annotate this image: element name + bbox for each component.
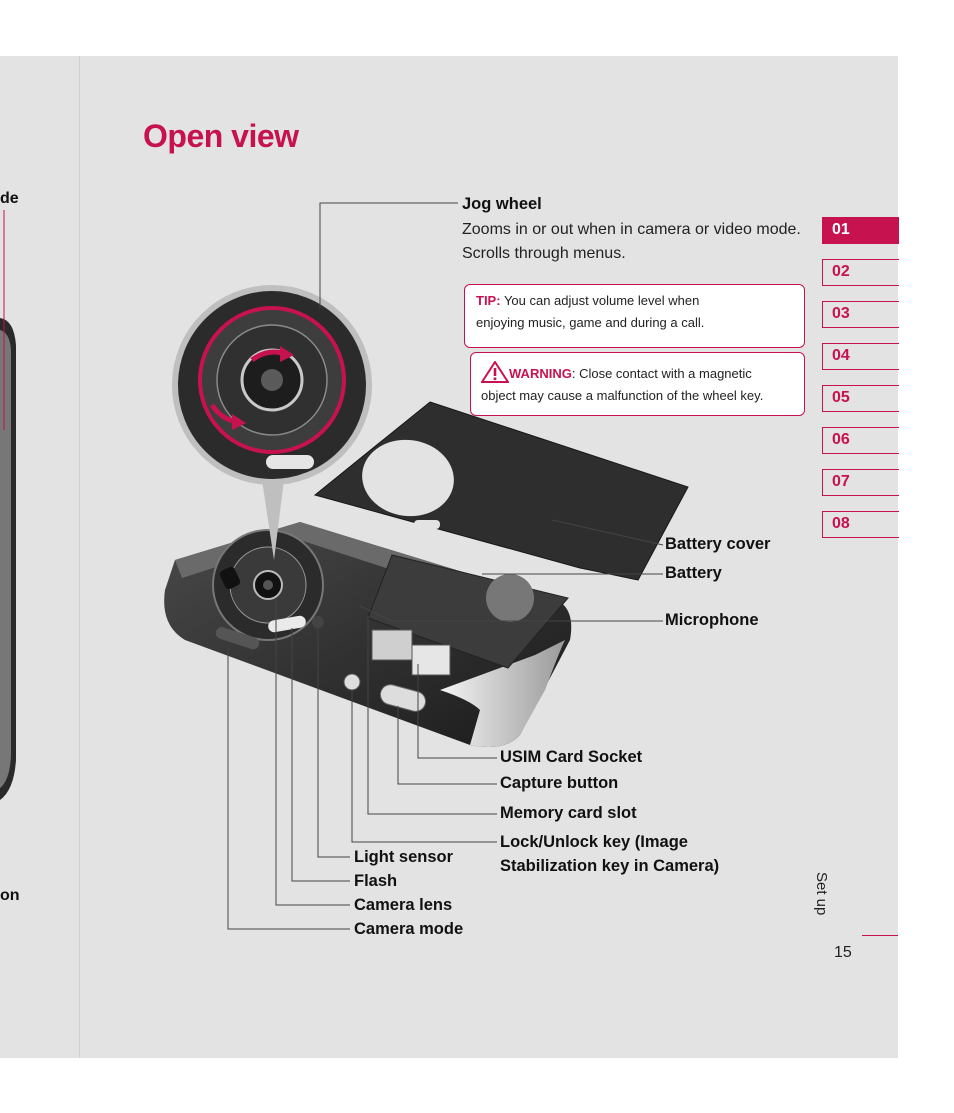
page-number: 15 (834, 944, 852, 961)
warning-label: WARNING (509, 366, 572, 381)
page-fold (79, 56, 80, 1058)
jog-wheel-description-line: Zooms in or out when in camera or video … (462, 221, 801, 238)
jog-wheel-magnifier (172, 285, 372, 560)
tip-text: enjoying music, game and during a call. (476, 315, 705, 330)
jog-wheel-description-line: Scrolls through menus. (462, 245, 626, 262)
chapter-tab-07[interactable]: 07 (822, 469, 899, 496)
callout-lock-key: Stabilization key in Camera) (500, 857, 720, 875)
prev-page-label-fragment: de (0, 190, 19, 207)
jog-wheel-heading: Jog wheel (462, 195, 542, 213)
callout-battery: Battery (665, 564, 722, 582)
callout-flash: Flash (354, 872, 398, 890)
page-title: Open view (143, 118, 299, 154)
chapter-tab-08[interactable]: 08 (822, 511, 899, 538)
chapter-tab-03[interactable]: 03 (822, 301, 899, 328)
callout-battery-cover: Battery cover (665, 535, 771, 553)
callout-camera-mode: Camera mode (354, 920, 464, 938)
tip-text: You can adjust volume level when (500, 293, 700, 308)
section-label: Set up (813, 872, 830, 916)
callout-usim-socket: USIM Card Socket (500, 748, 643, 766)
chapter-tab-04[interactable]: 04 (822, 343, 899, 370)
callout-microphone: Microphone (665, 611, 759, 629)
chapter-tab-05[interactable]: 05 (822, 385, 899, 412)
warning-icon (480, 360, 510, 383)
battery-cover (313, 401, 689, 581)
callout-camera-lens: Camera lens (354, 896, 453, 914)
warning-text: object may cause a malfunction of the wh… (481, 388, 764, 403)
chapter-tab-02[interactable]: 02 (822, 259, 899, 286)
chapter-tab-06[interactable]: 06 (822, 427, 899, 454)
prev-page-label-fragment: on (0, 887, 20, 904)
tip-box: TIP: You can adjust volume level when en… (464, 284, 805, 348)
tip-label: TIP: (476, 293, 501, 308)
chapter-tab-01[interactable]: 01 (822, 217, 899, 244)
warning-text: : Close contact with a magnetic (571, 366, 752, 381)
callout-light-sensor: Light sensor (354, 848, 454, 866)
leader-lines (227, 202, 664, 930)
page-background (0, 56, 898, 1058)
jog-wheel-description: Zooms in or out when in camera or video … (462, 218, 801, 266)
page-number-rule (862, 935, 898, 936)
callout-memory-card-slot: Memory card slot (500, 804, 637, 822)
callout-capture-button: Capture button (500, 774, 619, 792)
prev-page-phone-edge (0, 210, 16, 800)
callout-lock-key: Lock/Unlock key (Image (500, 833, 688, 851)
warning-box: WARNING: Close contact with a magnetic o… (470, 352, 805, 416)
